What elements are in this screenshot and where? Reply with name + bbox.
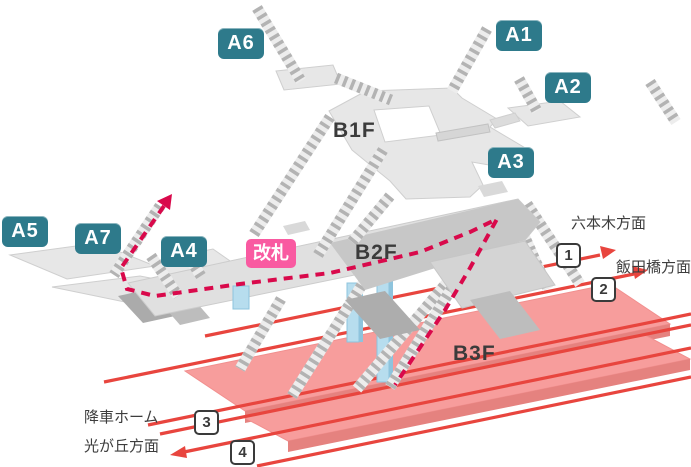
- elevator-box-b2f: [232, 285, 250, 310]
- direction-hikarigaoka: 光が丘方面: [84, 438, 160, 455]
- stairs-b1f-b2f-east: [347, 192, 395, 246]
- route-path: [118, 204, 502, 387]
- b1f-street-stairs: [252, 5, 681, 125]
- label-alighting-platform: 降車ホーム: [84, 409, 159, 426]
- exit-badge-a7: A7: [75, 223, 121, 254]
- exit-badge-a3: A3: [488, 147, 534, 178]
- floor-label-b3f: B3F: [453, 342, 496, 365]
- platform-number-3: 3: [194, 410, 219, 435]
- ticket-gate-badge: 改札: [246, 239, 296, 268]
- b2f-tab-2: [478, 181, 508, 197]
- b2f-step-side-1: [345, 291, 420, 339]
- walking-route: [118, 194, 502, 387]
- floor-label-b2f: B2F: [355, 241, 398, 264]
- floor-b1f-plate: [275, 64, 582, 200]
- stairs-exit-a1: [447, 26, 492, 94]
- stairs-platform-b: [287, 269, 375, 399]
- platform-number-4: 4: [230, 440, 255, 465]
- b2f-tab-1: [283, 221, 310, 235]
- track-3-arrow-icon: [170, 446, 187, 458]
- exit-badge-a5: A5: [2, 216, 48, 247]
- stairs-exit-a7: [109, 202, 165, 279]
- track-line-2: [103, 272, 635, 384]
- track-line-middle-a: [147, 312, 691, 427]
- b2f-south-flap: [429, 240, 556, 309]
- track-line-4: [256, 375, 691, 467]
- stairs-b2f: [109, 114, 395, 300]
- exit-badge-a6: A6: [218, 28, 264, 59]
- stairs-exit-a6: [252, 5, 306, 84]
- direction-iidabashi: 飯田橋方面: [616, 259, 691, 276]
- floor-label-b1f: B1F: [333, 119, 376, 142]
- platform-number-1: 1: [556, 243, 581, 268]
- track-1-arrow-icon: [600, 246, 616, 259]
- b2f-step-side-2: [470, 291, 540, 339]
- direction-roppongi: 六本木方面: [571, 215, 647, 232]
- stairs-exit-a2: [514, 76, 542, 114]
- track-line-3: [183, 346, 691, 454]
- exit-badge-a1: A1: [496, 20, 542, 51]
- platform-number-2: 2: [591, 277, 616, 302]
- track-2-arrow-icon: [632, 266, 648, 279]
- floor-b2f-plate: [8, 181, 556, 339]
- stairs-exit-a5: [146, 252, 183, 300]
- exit-badge-a2: A2: [545, 72, 591, 103]
- track-line-middle-b: [159, 323, 691, 436]
- route-arrow-icon: [157, 194, 172, 210]
- stairs-platform-a: [235, 296, 286, 372]
- exit-badge-a4: A4: [161, 236, 207, 267]
- tracks-near: [147, 312, 691, 467]
- stairs-a6-connector: [333, 72, 394, 106]
